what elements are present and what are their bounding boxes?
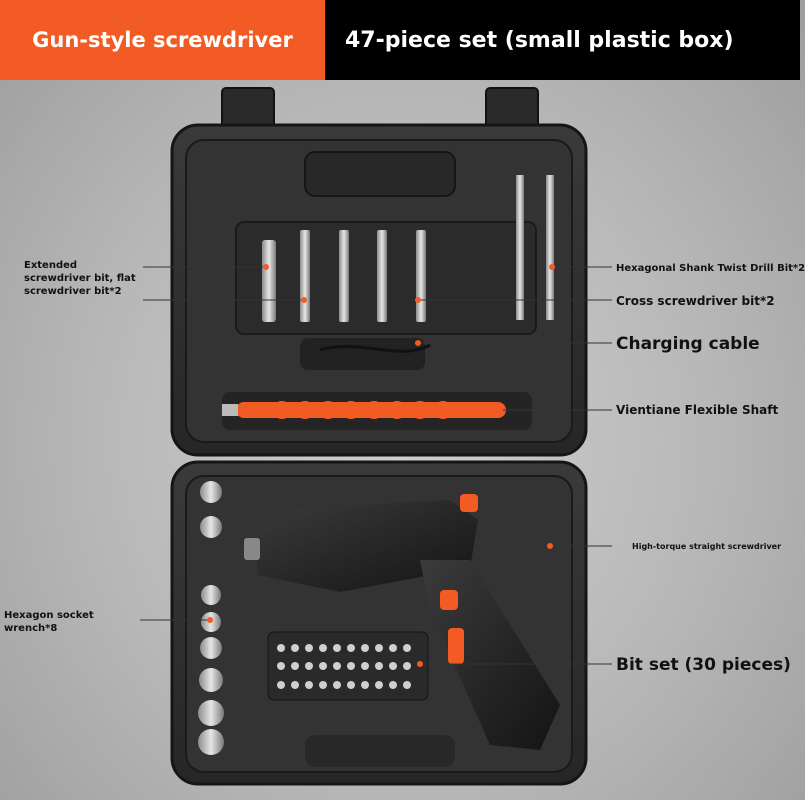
charging-cable-icon	[319, 343, 431, 353]
flexible-shaft	[222, 401, 506, 419]
callout-cross-bit: Cross screwdriver bit*2	[616, 294, 775, 308]
callout-bit-set: Bit set (30 pieces)	[616, 655, 791, 675]
header-set-description: 47-piece set (small plastic box)	[325, 0, 800, 80]
header-bar: Gun-style screwdriver 47-piece set (smal…	[0, 0, 800, 80]
callout-straight-driver: High-torque straight screwdriver	[632, 542, 782, 551]
callout-extended-bit: Extended screwdriver bit, flat screwdriv…	[24, 260, 136, 297]
callout-charging-cable: Charging cable	[616, 334, 760, 354]
header-product-type: Gun-style screwdriver	[0, 0, 325, 80]
callout-lines	[140, 266, 612, 665]
twist-drill-bits	[516, 175, 554, 320]
callout-flexible-shaft: Vientiane Flexible Shaft	[616, 403, 779, 417]
callout-twist-drill: Hexagonal Shank Twist Drill Bit*2	[616, 263, 805, 274]
hex-sockets	[198, 481, 224, 755]
callout-socket-wrench: Hexagon socket wrench*8	[4, 610, 94, 634]
gun-screwdriver	[244, 494, 560, 750]
bit-set-tray	[267, 631, 429, 701]
callout-dots	[207, 264, 555, 667]
